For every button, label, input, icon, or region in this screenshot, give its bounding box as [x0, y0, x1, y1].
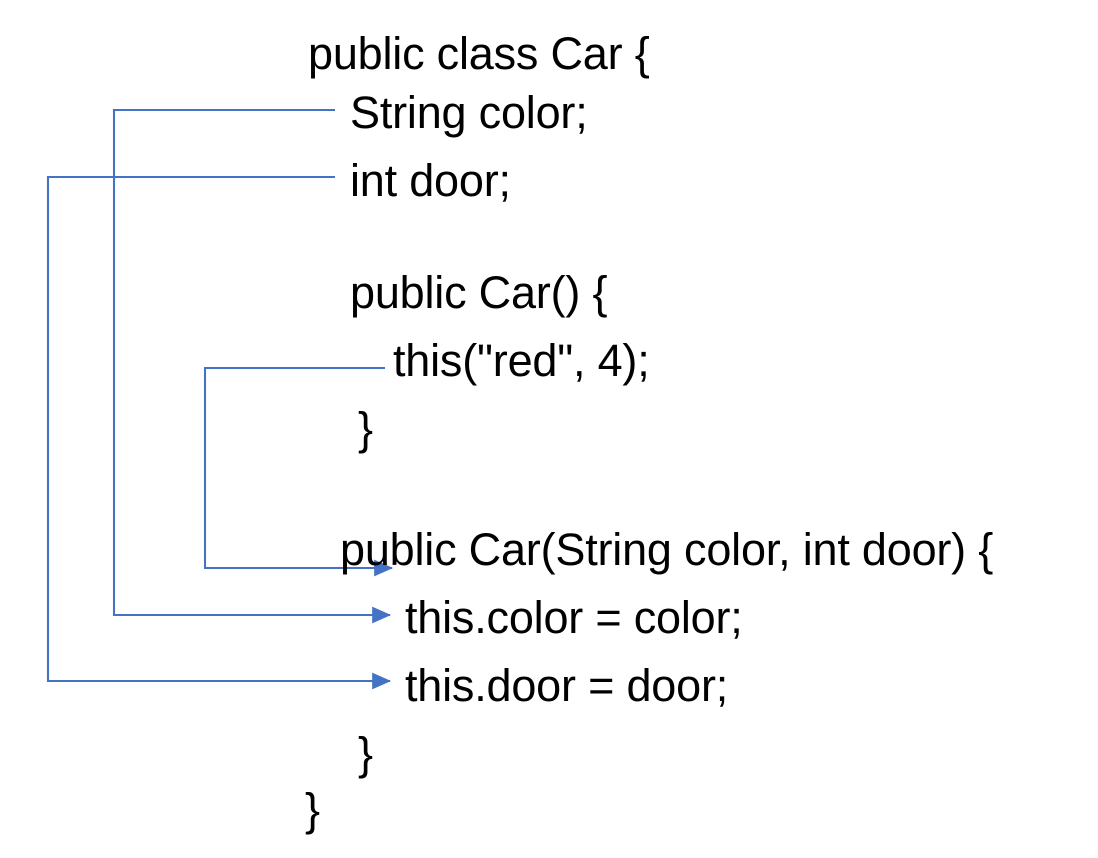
code-line-this-call: this("red", 4);	[393, 335, 650, 386]
code-line-field-color: String color;	[350, 87, 588, 138]
code-line-ctor-default-open: public Car() {	[350, 267, 608, 318]
code-line-class-close: }	[305, 784, 320, 835]
code-line-assign-door: this.door = door;	[405, 660, 729, 711]
code-line-ctor-args-open: public Car(String color, int door) {	[340, 524, 994, 575]
connector-door-param-to-field	[46, 175, 392, 690]
code-line-assign-color: this.color = color;	[405, 592, 743, 643]
code-line-ctor-default-close: }	[358, 403, 373, 454]
code-line-ctor-args-close: }	[358, 728, 373, 779]
code-line-field-door: int door;	[350, 155, 511, 206]
code-line-class-decl: public class Car {	[308, 28, 650, 79]
